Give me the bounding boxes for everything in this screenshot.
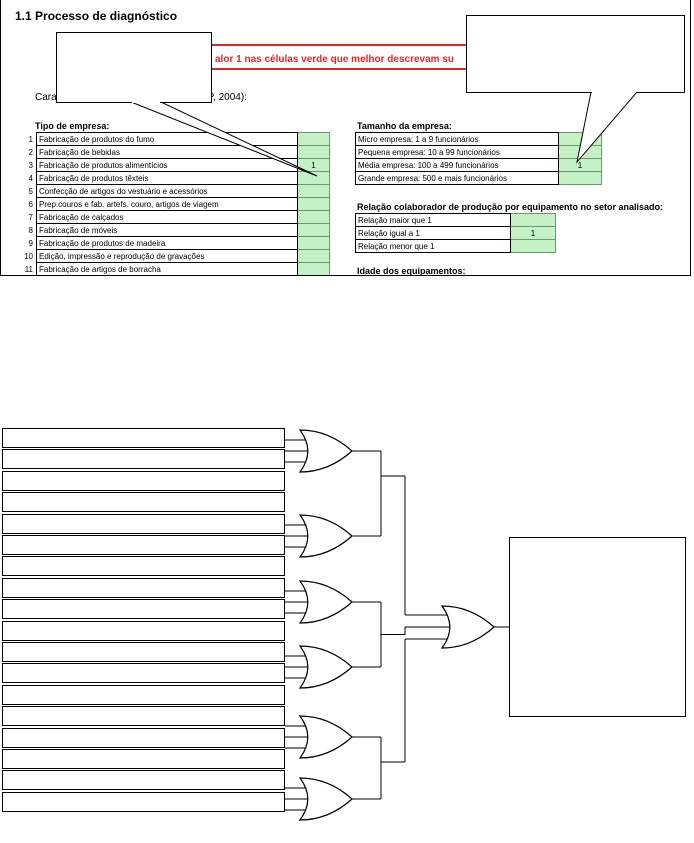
input-row [2,428,285,448]
input-row [2,770,285,791]
row-label: Fabricação de artigos de borracha [36,262,298,275]
value-cell [510,239,556,253]
or-gate [298,429,353,473]
relation-heading: Relação colaborador de produção por equi… [357,202,664,212]
value-cell [297,132,330,146]
sheet-title: 1.1 Processo de diagnóstico [15,9,178,23]
company-size-heading: Tamanho da empresa: [357,121,452,131]
callout-joins [132,91,636,103]
value-cell [297,184,330,198]
value-cell [558,171,602,185]
spreadsheet-screenshot: 1.1 Processo de diagnóstico alor 1 nas c… [0,0,691,276]
or-gate [440,605,495,649]
relation-row: Relação menor que 1 [355,239,556,253]
row-number: 8 [28,225,33,235]
relation-row: Relação maior que 1 [355,213,556,227]
or-gate [298,777,353,821]
instruction-text: alor 1 nas células verde que melhor desc… [215,54,455,65]
input-row [2,684,285,705]
instruction-banner [197,44,487,70]
value-cell [297,171,330,185]
input-row [2,577,285,598]
output-box [509,537,686,717]
characterization-label: Cara [35,92,57,103]
input-row [2,791,285,812]
row-number: 7 [28,212,33,222]
row-number: 4 [28,173,33,183]
or-gate [298,645,353,689]
row-number: 9 [28,238,33,248]
row-label: Grande empresa: 500 e mais funcionários [355,171,559,185]
equipment-age-heading: Idade dos equipamentos: [357,266,466,276]
input-row [2,706,285,727]
row-number: 1 [28,134,33,144]
input-row [2,535,285,555]
value-cell [510,213,556,227]
input-row [2,470,285,491]
callout-right [466,15,685,93]
input-row [2,556,285,577]
input-row [2,749,285,769]
input-row [2,599,285,620]
input-row [2,492,285,513]
callout-pointers [130,91,639,177]
company-size-row: Grande empresa: 500 e mais funcionários [355,171,602,185]
or-gate [298,715,353,759]
input-row [2,620,285,641]
row-number: 10 [24,251,33,261]
value-cell [297,197,330,211]
or-gate [298,580,353,624]
value-cell [297,249,330,263]
value-cell [297,262,330,275]
row-number: 3 [28,160,33,170]
input-row [2,663,285,684]
input-row [2,513,285,534]
row-number: 11 [24,264,33,274]
input-row [2,642,285,662]
characterization-source: SP, 2004): [201,92,247,103]
company-type-heading: Tipo de empresa: [35,121,110,131]
row-number: 5 [28,186,33,196]
input-row [2,449,285,470]
row-number: 6 [28,199,33,209]
row-label: Relação menor que 1 [355,239,511,253]
or-gate [298,514,353,558]
value-cell [297,223,330,237]
value-cell: 1 [297,158,330,172]
input-row [2,727,285,748]
callout-left [56,32,212,103]
value-cell [297,145,330,159]
row-number: 2 [28,147,33,157]
